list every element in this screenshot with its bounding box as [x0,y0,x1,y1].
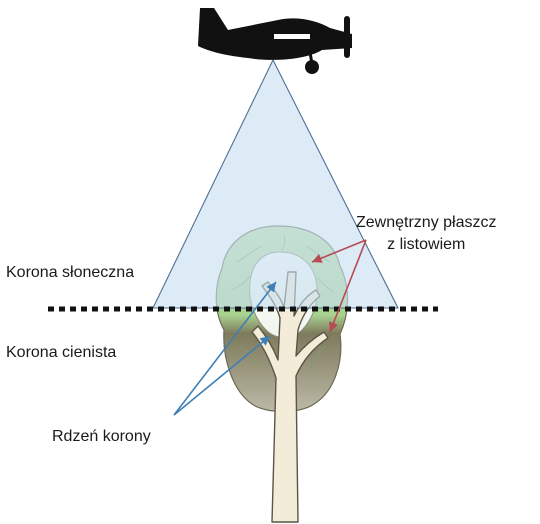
core-arrows [173,281,277,416]
airplane-icon [198,8,352,74]
mantle-arrows [311,239,367,333]
light-cone [152,58,399,309]
outer-mantle-label-line1: Zewnętrzny płaszcz [356,214,497,231]
crown-core-label: Rdzeń korony [52,428,151,445]
outer-mantle-label: Zewnętrzny płaszcz z listowiem [356,212,497,256]
outer-mantle-label-line2: z listowiem [387,236,466,253]
shaded-crown-label: Korona cienista [6,344,117,361]
sunlit-crown-label: Korona słoneczna [6,264,135,281]
